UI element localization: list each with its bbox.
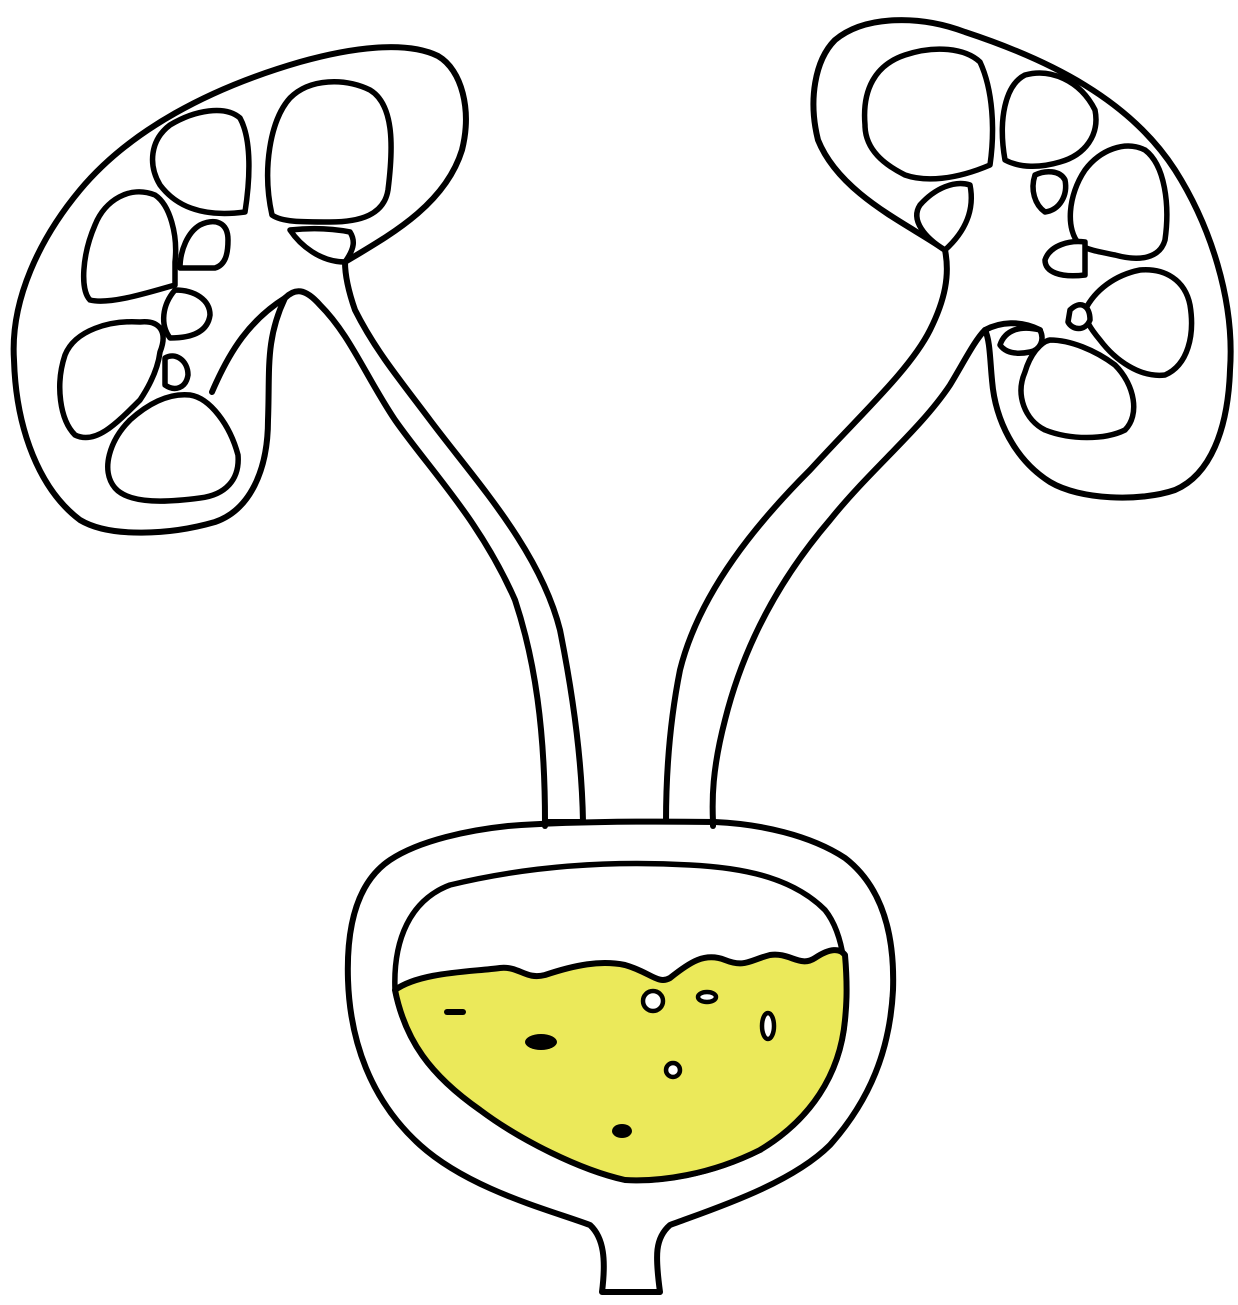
bladder: [348, 822, 893, 1292]
left-calyx-minor-2: [164, 290, 210, 338]
right-calyx-minor-3: [1068, 305, 1090, 329]
right-calyx-minor-1: [1033, 172, 1066, 212]
left-calyx-minor-3: [165, 356, 188, 388]
sediment-ring-small: [698, 992, 716, 1002]
left-calyx-top-center: [268, 82, 391, 222]
sediment-dash: [444, 1009, 466, 1015]
right-calyx-minor-5: [1000, 328, 1042, 353]
right-calyx-top-left: [865, 49, 993, 179]
sediment-ring-large: [643, 991, 663, 1011]
sediment-ring-tall: [762, 1013, 774, 1039]
sediment-dot: [612, 1124, 632, 1138]
right-kidney: [666, 20, 1231, 822]
sediment-ring-bottom: [666, 1063, 680, 1077]
sediment-oval: [525, 1034, 557, 1050]
left-kidney: [14, 47, 583, 822]
